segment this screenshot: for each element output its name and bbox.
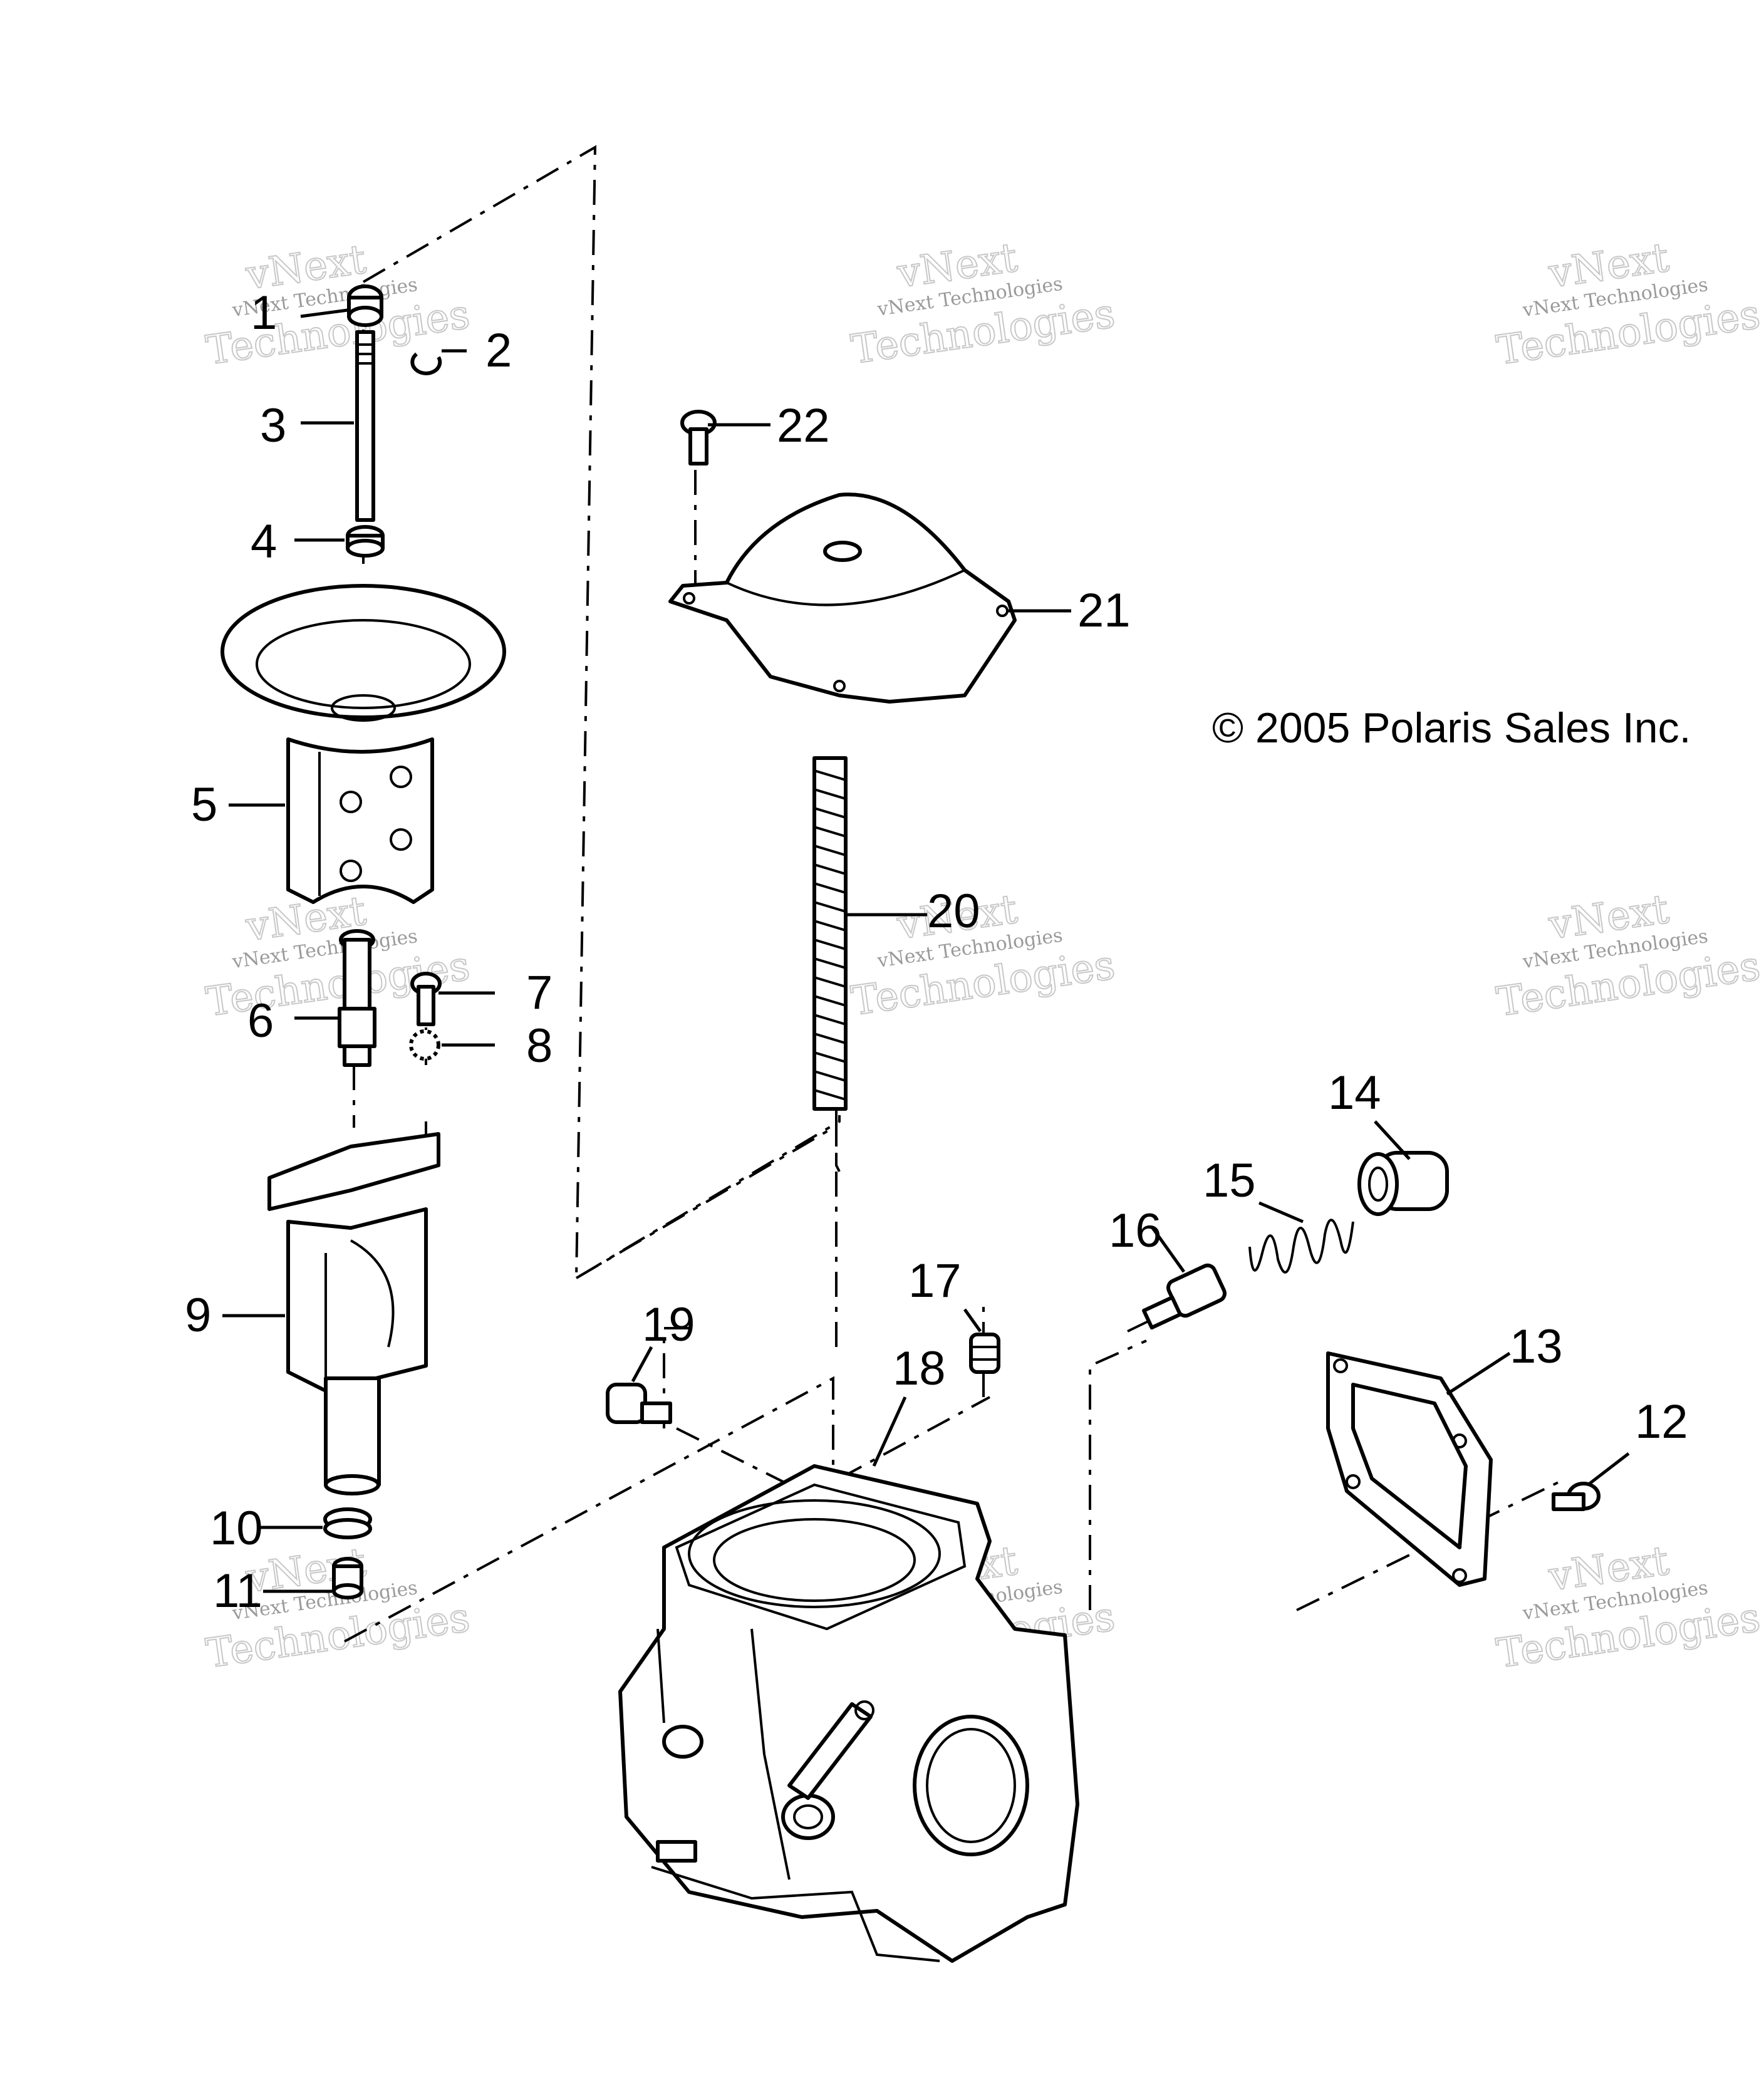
callout-3: 3 [260,399,286,452]
leader-lines [222,308,1630,1593]
callout-13: 13 [1510,1320,1563,1373]
part-22-screw [680,410,717,465]
callout-18: 18 [893,1342,946,1395]
part-9-float-bracket [267,1132,440,1495]
part-11-jet [332,1557,363,1599]
callout-16: 16 [1109,1204,1162,1257]
part-2-clip [410,352,442,375]
part-5-diaphragm-slide [220,584,506,904]
part-17-jet [969,1333,1000,1374]
callout-7: 7 [526,966,553,1019]
part-18-carburetor-body [618,1464,1079,1963]
watermark-mid-right: vNext vNext Technologies Technologies [1493,885,1764,1026]
callout-labels: 1 2 3 4 5 6 7 8 9 10 11 12 13 14 15 16 1… [185,286,1688,1618]
part-15-spring [1248,1219,1354,1274]
callout-21: 21 [1077,584,1131,637]
callout-17: 17 [908,1254,962,1308]
callout-1: 1 [251,286,277,340]
part-20-spring [812,756,848,1111]
part-13-gasket [1326,1351,1493,1587]
callout-22: 22 [777,399,830,452]
part-3-jet-needle [355,330,375,522]
callout-11: 11 [213,1564,262,1618]
part-21-top-cover [668,492,1017,704]
callout-15: 15 [1203,1154,1256,1207]
watermark-top-center: vNext vNext Technologies Technologies [848,234,1119,373]
callout-12: 12 [1635,1395,1688,1448]
callout-10: 10 [210,1502,263,1555]
callout-19: 19 [642,1298,695,1351]
copyright-notice: © 2005 Polaris Sales Inc. [1212,704,1691,752]
callout-8: 8 [526,1019,553,1073]
part-16-valve [1127,1263,1227,1333]
callout-2: 2 [485,324,512,377]
part-7-screw [410,972,442,1026]
part-8-lock-washer [409,1029,440,1061]
part-1-nut [347,284,383,327]
callout-6: 6 [247,994,274,1048]
part-10-washer [323,1507,372,1539]
callout-5: 5 [191,778,217,831]
watermark-bottom-right: vNext vNext Technologies Technologies [1493,1537,1764,1678]
callout-9: 9 [185,1289,211,1342]
watermark-top-left: vNext vNext Technologies Technologies [203,236,474,375]
callout-14: 14 [1328,1066,1381,1120]
part-4-washer [346,525,385,558]
part-12-screw [1552,1482,1601,1511]
part-19-jet [606,1383,672,1424]
watermark-top-right: vNext vNext Technologies Technologies [1493,234,1764,375]
callout-4: 4 [251,515,277,568]
callout-20: 20 [927,885,980,938]
part-6-needle-jet [338,929,376,1067]
part-14-plug [1357,1151,1449,1216]
